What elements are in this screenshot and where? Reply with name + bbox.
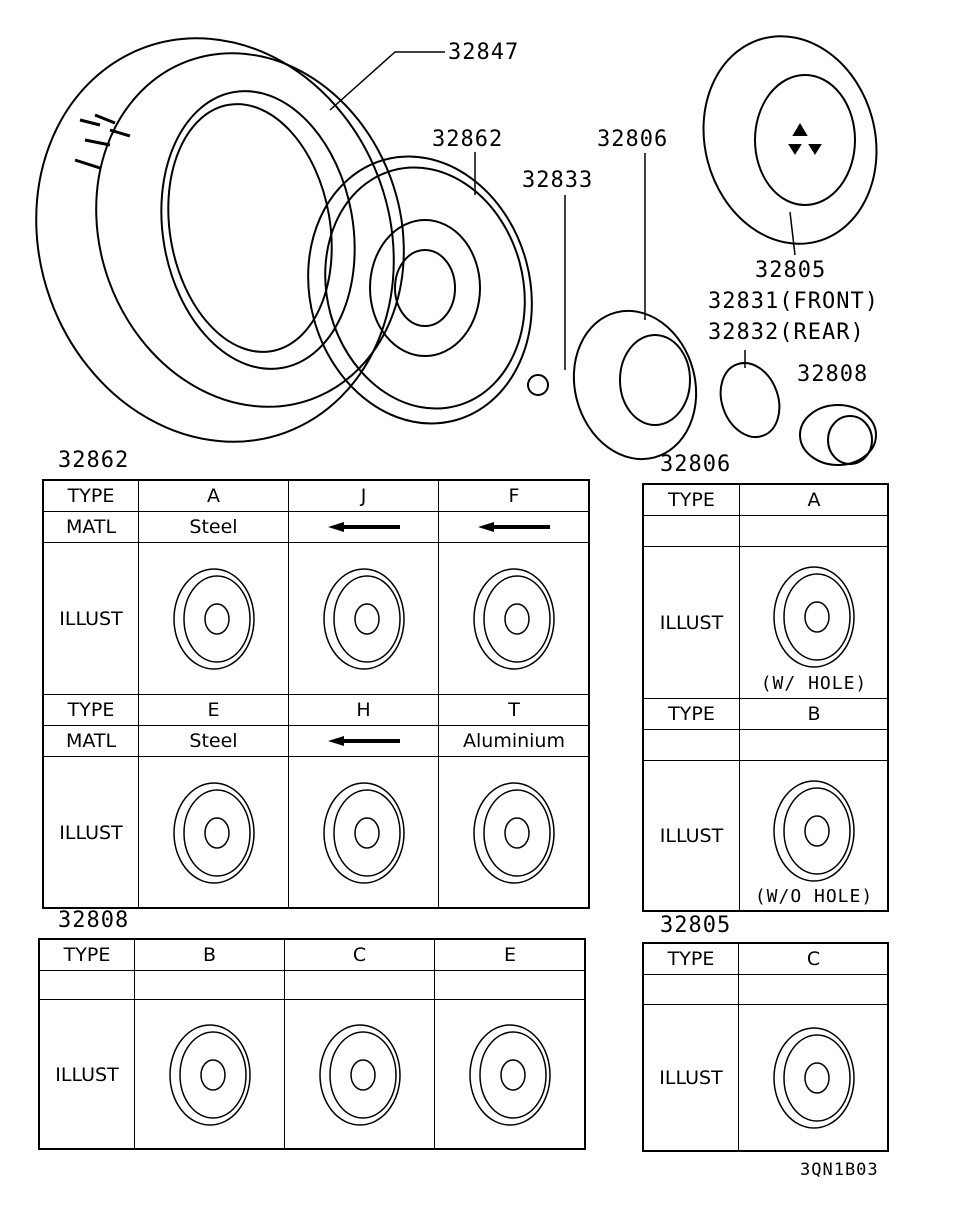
part-illustration [172,567,255,670]
tire-drawing [35,37,405,443]
row-header-cell: ILLUST [644,1005,739,1152]
table-cell [285,971,435,1000]
exploded-view-illustration [35,35,878,466]
table-cell [439,512,590,543]
part-illustration [773,780,855,882]
table-cell: E [139,695,289,726]
table-cell [435,1000,586,1150]
table-cell: (W/ HOLE) [740,547,889,699]
row-header-cell [644,516,740,547]
row-header-cell: TYPE [44,481,139,512]
row-header-cell: TYPE [44,695,139,726]
wheel-cover-drawing [702,35,878,245]
part-illustration [469,1023,551,1126]
row-header-cell: ILLUST [644,761,740,912]
table-title: 32808 [58,908,130,933]
row-header-cell: TYPE [644,699,740,730]
table-cell: Steel [139,512,289,543]
table-cell: Steel [139,726,289,757]
table-cell [139,757,289,909]
row-header-cell: ILLUST [40,1000,135,1150]
row-header-cell: ILLUST [44,757,139,909]
table-cell [289,543,439,695]
table-cell: C [739,944,889,975]
table-cell [740,516,889,547]
table-cell [739,975,889,1005]
part-illustration [318,1023,401,1126]
diagram-code: 3QN1B03 [800,1160,879,1180]
callout-tire: 32847 [448,40,520,65]
callout-hub-cap: 32808 [797,362,869,387]
part-illustration [168,1023,251,1126]
center-cap-drawing [572,309,698,461]
part-illustration [772,1027,855,1129]
table-cell [740,730,889,761]
same-as-left-arrow-icon [327,736,400,746]
row-header-cell: MATL [44,726,139,757]
row-header-cell: ILLUST [44,543,139,695]
table-title: 32806 [660,452,732,477]
table-cell: T [439,695,590,726]
row-header-cell [40,971,135,1000]
table-cell [739,1005,889,1152]
row-header-cell: TYPE [644,944,739,975]
part-illustration [322,567,405,670]
nut-drawing [527,374,549,396]
callout-wheel: 32862 [432,127,504,152]
table-title: 32805 [660,913,732,938]
table-title: 32862 [58,448,130,473]
callout-ornament-rear: 32832(REAR) [708,320,865,345]
table-cell: A [139,481,289,512]
table-cell [289,512,439,543]
table-cell: B [135,940,285,971]
ornament-drawing [719,362,781,438]
table-cell: A [740,485,889,516]
part-illustration [773,566,855,668]
table-cell: (W/O HOLE) [740,761,889,912]
row-header-cell [644,975,739,1005]
row-header-cell: TYPE [644,485,740,516]
table-cell [135,971,285,1000]
hub-cap-drawing [799,404,877,466]
table-cell [139,543,289,695]
table-cell: C [285,940,435,971]
same-as-left-arrow-icon [478,522,550,532]
variant-note: (W/ HOLE) [760,673,868,694]
row-header-cell [644,730,740,761]
table-cell [439,543,590,695]
part-illustration [322,781,405,884]
part-illustration [473,781,555,884]
row-header-cell: ILLUST [644,547,740,699]
table-cell [135,1000,285,1150]
same-as-left-arrow-icon [327,522,400,532]
table-cell: E [435,940,586,971]
callout-nut: 32833 [522,168,594,193]
table-cell [289,726,439,757]
part-illustration [473,567,555,670]
table-cell [439,757,590,909]
callout-wheel-cover: 32805 [755,258,827,283]
part-illustration [172,781,255,884]
wheel-drawing [307,155,533,425]
row-header-cell: MATL [44,512,139,543]
table-cell: B [740,699,889,730]
variant-note: (W/O HOLE) [754,886,874,907]
table-cell [435,971,586,1000]
table-cell: J [289,481,439,512]
leader-lines [329,51,796,370]
table-cell: H [289,695,439,726]
table-cell [289,757,439,909]
callout-ornament-front: 32831(FRONT) [708,289,879,314]
callout-center-cap: 32806 [597,127,669,152]
table-cell [285,1000,435,1150]
table-cell: Aluminium [439,726,590,757]
table-cell: F [439,481,590,512]
row-header-cell: TYPE [40,940,135,971]
